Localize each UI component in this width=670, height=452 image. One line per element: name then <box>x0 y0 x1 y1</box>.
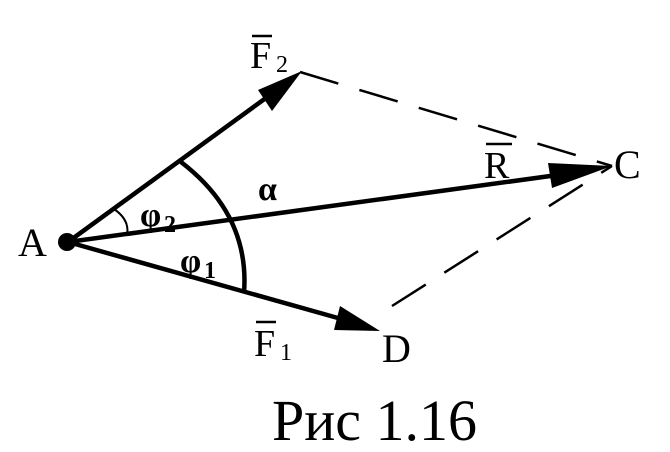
angle-phi1-subscript: 1 <box>204 258 216 284</box>
point-a-dot <box>58 233 76 251</box>
angle-phi2-label: φ <box>140 197 161 234</box>
angle-arc-phi2 <box>113 208 129 236</box>
point-a-label: A <box>18 220 47 265</box>
vector-f2-subscript: 2 <box>276 52 288 78</box>
vector-r-arrowhead <box>548 163 612 188</box>
dashed-line-d-to-c <box>391 164 613 308</box>
angle-phi2-subscript: 2 <box>164 212 176 238</box>
angle-arc-alpha <box>179 160 247 294</box>
angle-phi1-label: φ <box>180 243 201 280</box>
vector-f2-label: F <box>250 35 271 77</box>
vector-f1-label: F <box>254 323 275 365</box>
dashed-line-f2-to-c <box>299 70 613 168</box>
vector-f2-line <box>66 93 272 244</box>
vector-f1-arrowhead <box>334 306 380 331</box>
vector-r-line <box>67 171 566 245</box>
point-d-label: D <box>382 326 411 371</box>
point-c-label: C <box>614 142 641 187</box>
angle-alpha-label: α <box>258 171 277 208</box>
figure-caption: Рис 1.16 <box>272 388 477 452</box>
vector-f1-line <box>67 239 346 323</box>
vector-f1-subscript: 1 <box>280 340 292 366</box>
vector-f2-arrowhead <box>258 71 302 111</box>
vector-r-label: R <box>484 145 510 187</box>
